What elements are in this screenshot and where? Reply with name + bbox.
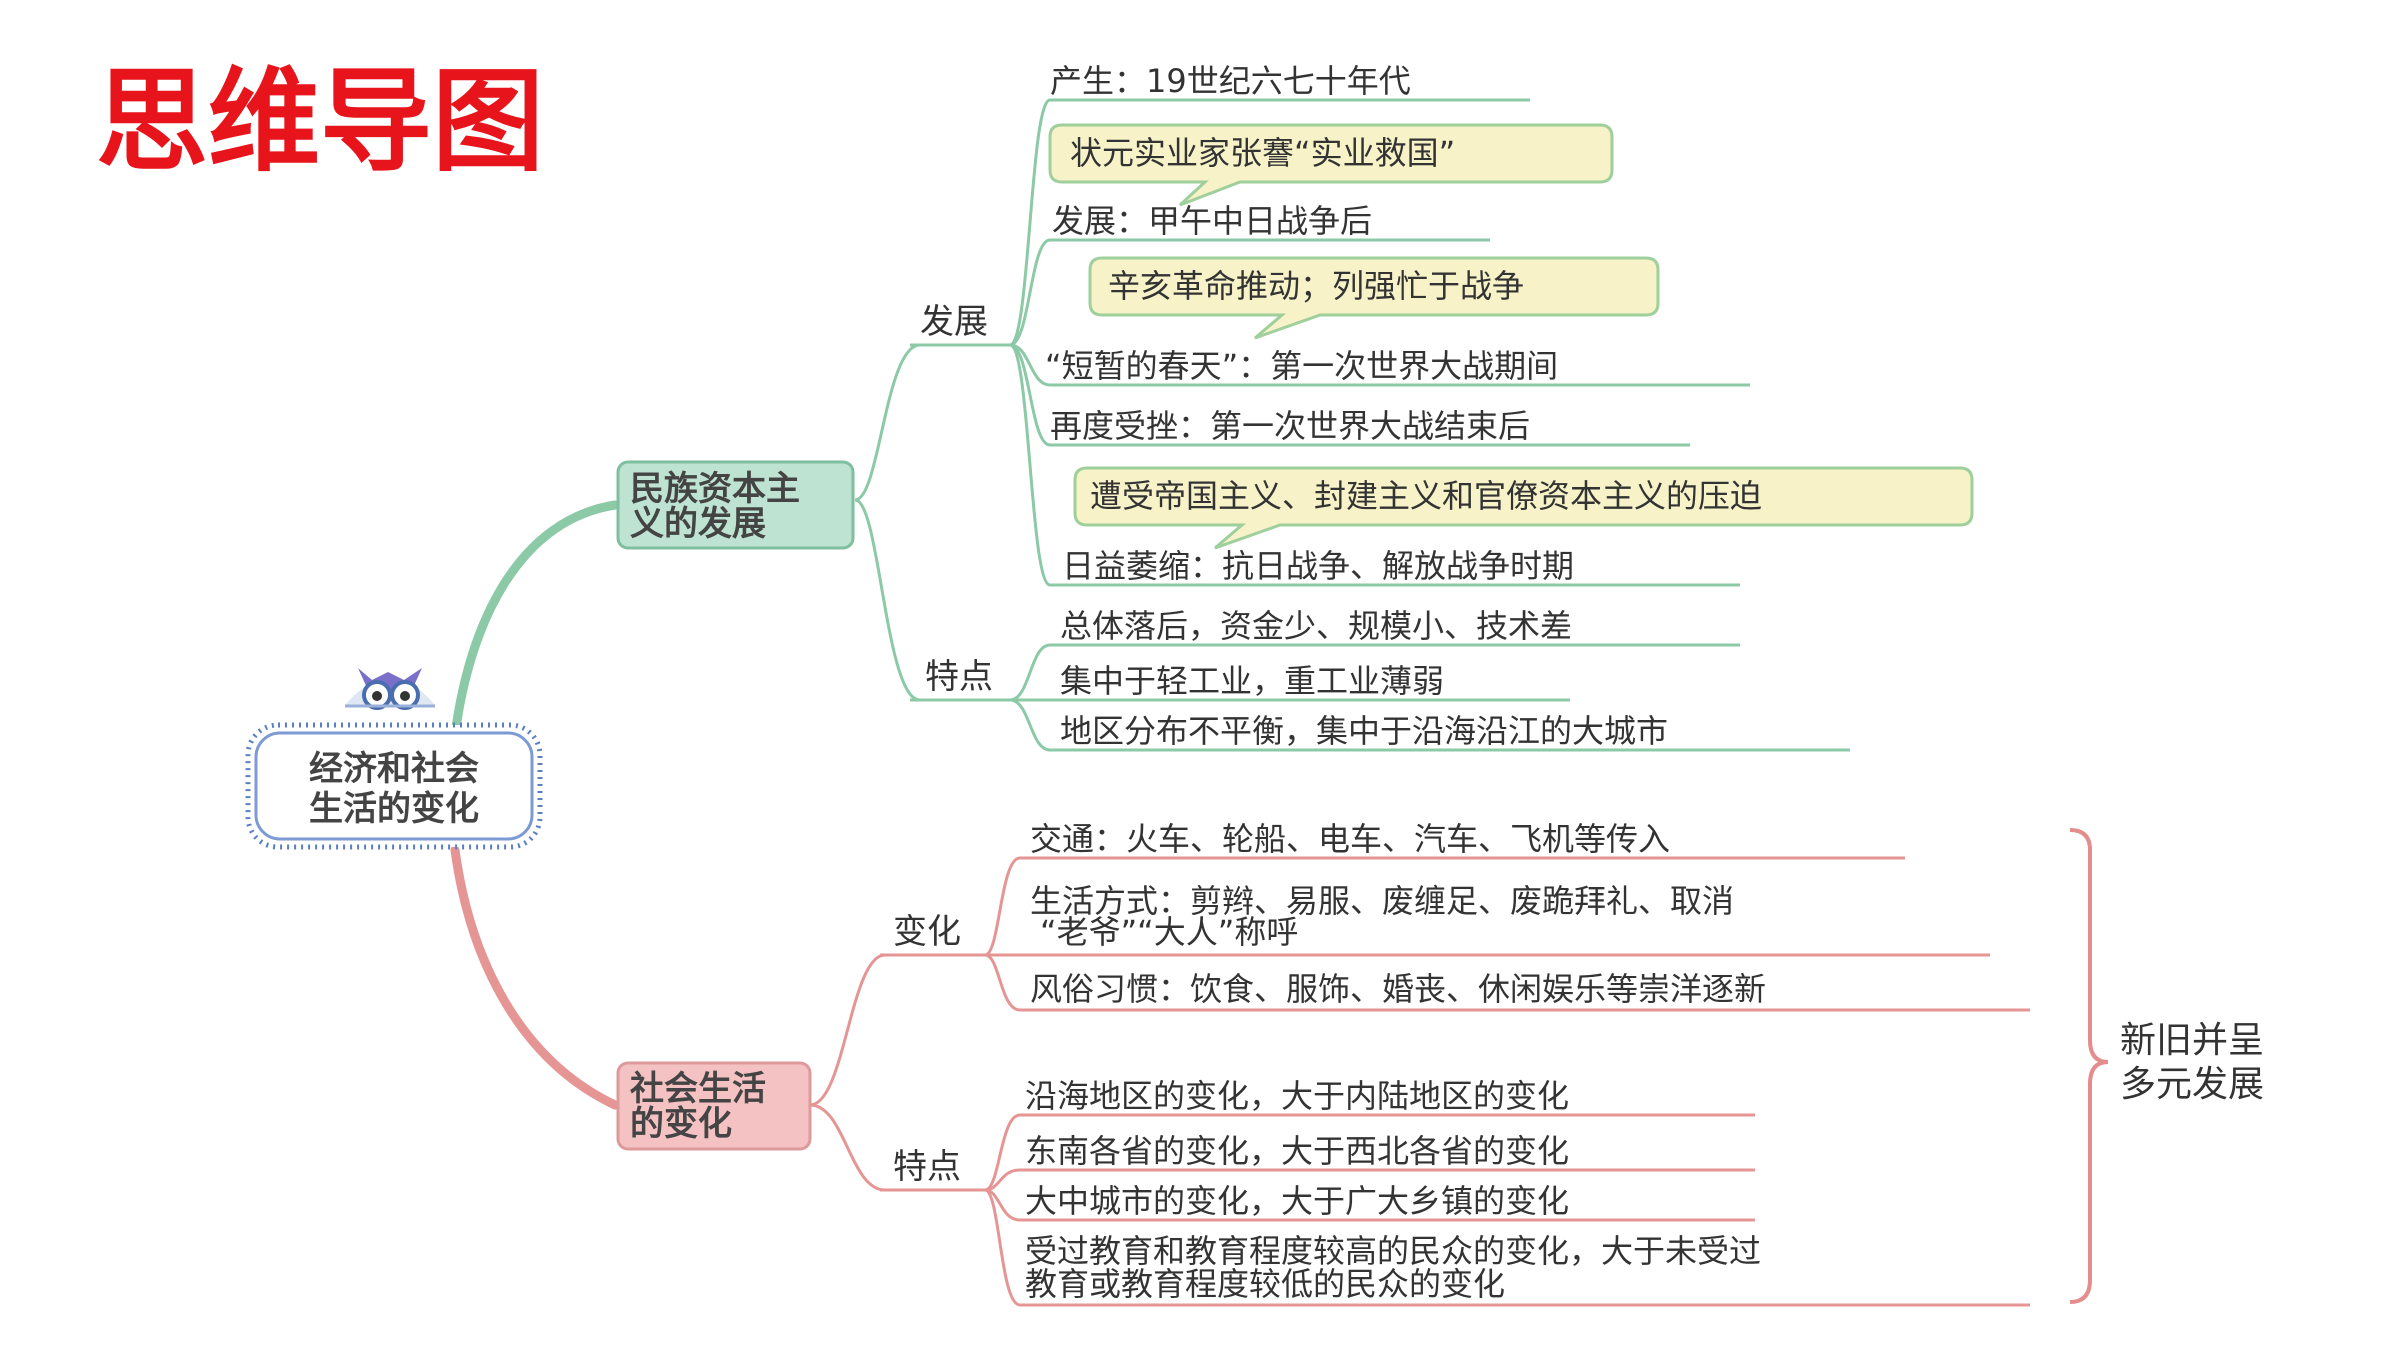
callout-xinhai [1088, 256, 1660, 340]
leaf-development-growth: 发展：甲午中日战争后 [1052, 202, 1372, 240]
root-to-capitalism-connector [450, 500, 620, 740]
leaf-development-decline: 日益萎缩：抗日战争、解放战争时期 [1062, 547, 1574, 585]
leaf-features-light-industry: 集中于轻工业，重工业薄弱 [1060, 662, 1444, 700]
sub-label-change: 变化 [893, 912, 961, 952]
sub-label-capitalism-features: 特点 [925, 657, 993, 697]
society-features-leaf-lines [984, 1113, 2030, 1307]
leaf-change-customs: 风俗习惯：饮食、服饰、婚丧、休闲娱乐等崇洋逐新 [1030, 970, 1766, 1008]
leaf-development-zhangjian: 状元实业家张謇“实业救国” [1070, 134, 1455, 172]
leaf-society-coastal: 沿海地区的变化，大于内陆地区的变化 [1025, 1077, 1569, 1115]
sub-label-development: 发展 [920, 302, 988, 342]
sub-label-society-features: 特点 [893, 1147, 961, 1187]
owl-icon [345, 668, 435, 710]
leaf-society-education-line2: 教育或教育程度较低的民众的变化 [1025, 1265, 1505, 1303]
branch-society-line1: 社会生活 [630, 1069, 766, 1109]
root-node: 经济和社会 生活的变化 [245, 668, 543, 850]
society-to-change-connector [809, 953, 886, 1107]
leaf-change-lifestyle-line1: 生活方式：剪辫、易服、废缠足、废跪拜礼、取消 [1030, 882, 1734, 920]
features-leaf-lines [1009, 643, 1850, 752]
page-title: 思维导图 [96, 57, 544, 187]
leaf-society-cities: 大中城市的变化，大于广大乡镇的变化 [1025, 1182, 1569, 1220]
leaf-development-setback: 再度受挫：第一次世界大战结束后 [1050, 407, 1530, 445]
leaf-development-spring: “短暂的春天”：第一次世界大战期间 [1045, 347, 1558, 385]
summary-line1: 新旧并呈 [2120, 1020, 2264, 1061]
summary-brace [2069, 828, 2109, 1304]
leaf-change-transport: 交通：火车、轮船、电车、汽车、飞机等传入 [1030, 820, 1670, 858]
leaf-features-distribution: 地区分布不平衡，集中于沿海沿江的大城市 [1060, 712, 1668, 750]
leaf-development-oppression: 遭受帝国主义、封建主义和官僚资本主义的压迫 [1090, 477, 1762, 515]
root-to-society-connector [450, 845, 620, 1110]
leaf-society-southeast: 东南各省的变化，大于西北各省的变化 [1025, 1132, 1569, 1170]
root-label-line1: 经济和社会 [309, 749, 479, 789]
branch-capitalism-line1: 民族资本主 [630, 469, 800, 509]
capitalism-to-development-connector [854, 343, 921, 502]
branch-node-capitalism: 民族资本主 义的发展 [616, 460, 855, 550]
callout-zhangjian [1048, 123, 1614, 207]
root-label-line2: 生活的变化 [309, 789, 479, 829]
leaf-features-backward: 总体落后，资金少、规模小、技术差 [1060, 607, 1572, 645]
development-leaf-lines [1009, 98, 1750, 587]
leaf-society-education-line1: 受过教育和教育程度较高的民众的变化，大于未受过 [1025, 1232, 1761, 1270]
society-to-features-connector [809, 1103, 886, 1192]
summary-line2: 多元发展 [2120, 1064, 2264, 1105]
branch-capitalism-line2: 义的发展 [630, 504, 766, 544]
leaf-development-origin: 产生：19世纪六七十年代 [1050, 62, 1411, 100]
callout-oppression [1073, 466, 1974, 550]
leaf-change-lifestyle-line2: “老爷”“大人”称呼 [1040, 913, 1298, 951]
capitalism-to-features-connector [854, 498, 921, 702]
branch-society-line2: 的变化 [630, 1104, 732, 1144]
leaf-development-xinhai: 辛亥革命推动；列强忙于战争 [1108, 267, 1524, 305]
branch-node-society: 社会生活 的变化 [616, 1061, 812, 1151]
change-leaf-lines [984, 856, 2030, 1012]
